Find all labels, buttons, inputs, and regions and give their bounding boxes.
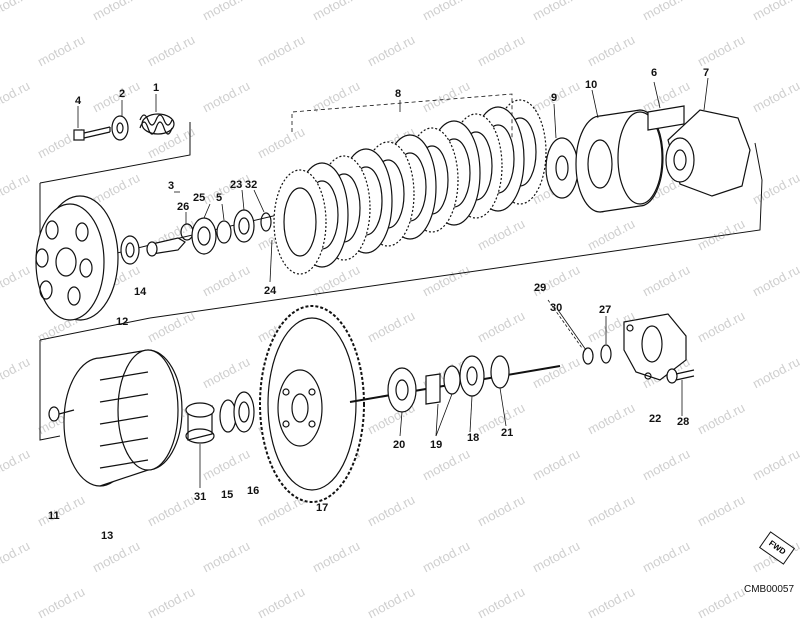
callout-31: 31 bbox=[194, 491, 207, 503]
callout-25: 25 bbox=[193, 192, 206, 204]
oring-part-30 bbox=[582, 347, 594, 365]
callout-2: 2 bbox=[119, 88, 126, 100]
callout-18: 18 bbox=[467, 432, 480, 444]
circlip-part-32 bbox=[260, 212, 272, 232]
callout-3: 3 bbox=[168, 180, 175, 192]
clutch-drum-part-10 bbox=[575, 109, 664, 213]
cover-part-7 bbox=[665, 109, 751, 197]
callout-11: 11 bbox=[48, 510, 60, 522]
spacer-part-16 bbox=[233, 391, 255, 433]
callout-32: 32 bbox=[245, 179, 258, 191]
inner-hub-part-9 bbox=[545, 137, 579, 199]
upper-frame-right bbox=[149, 142, 763, 319]
ring-part-5 bbox=[216, 220, 232, 244]
callout-8: 8 bbox=[395, 88, 402, 100]
bushing-part-19 bbox=[425, 365, 461, 405]
lower-frame-left bbox=[39, 340, 61, 441]
pushrod-part-26 bbox=[146, 223, 194, 257]
lower-frame-top bbox=[39, 317, 151, 341]
bearing-part-18 bbox=[459, 355, 485, 397]
spacer-part-23 bbox=[233, 209, 255, 243]
callout-9: 9 bbox=[551, 92, 558, 104]
callout-5: 5 bbox=[216, 192, 223, 204]
pressure-plate-part-14 bbox=[35, 195, 119, 321]
callout-12: 12 bbox=[116, 316, 129, 328]
washer-part-2 bbox=[111, 115, 129, 141]
primary-gear-part-17 bbox=[259, 305, 365, 503]
callout-26: 26 bbox=[177, 201, 190, 213]
callout-27: 27 bbox=[599, 304, 612, 316]
bushing-part-31 bbox=[185, 402, 215, 444]
callout-13: 13 bbox=[101, 530, 114, 542]
spring-part-1 bbox=[139, 113, 175, 135]
callout-21: 21 bbox=[501, 427, 514, 439]
callout-15: 15 bbox=[221, 489, 234, 501]
callout-22: 22 bbox=[649, 413, 662, 425]
circlip-part-27 bbox=[600, 344, 612, 364]
callout-6: 6 bbox=[651, 67, 658, 79]
callout-7: 7 bbox=[703, 67, 710, 79]
bearing-part-20 bbox=[387, 367, 417, 413]
callout-24: 24 bbox=[264, 285, 277, 297]
clutch-exploded-diagram bbox=[35, 77, 763, 503]
callout-16: 16 bbox=[247, 485, 260, 497]
clutch-plate bbox=[273, 169, 327, 275]
callout-20: 20 bbox=[393, 439, 406, 451]
spacer-part-21 bbox=[490, 355, 510, 389]
bearing-part-25 bbox=[191, 217, 217, 255]
bolt-part-4 bbox=[73, 126, 111, 141]
callout-10: 10 bbox=[585, 79, 598, 91]
callout-23: 23 bbox=[230, 179, 243, 191]
callout-14: 14 bbox=[134, 286, 147, 298]
callout-28: 28 bbox=[677, 416, 690, 428]
callout-17: 17 bbox=[316, 502, 329, 514]
callout-4: 4 bbox=[75, 95, 82, 107]
upper-frame-top bbox=[39, 122, 191, 184]
clutch-plate-bore bbox=[283, 187, 317, 257]
bolt-part-28 bbox=[666, 368, 695, 384]
clutch-plate-stack-part-8 bbox=[273, 99, 547, 275]
clutch-basket-part-13 bbox=[48, 349, 183, 487]
leader-lines bbox=[77, 77, 709, 488]
callout-19: 19 bbox=[430, 439, 443, 451]
callout-30: 30 bbox=[550, 302, 563, 314]
bushing-part-3 bbox=[120, 235, 140, 265]
diagram-code: CMB00057 bbox=[744, 584, 795, 595]
bracket-part-22 bbox=[623, 313, 687, 381]
callout-1: 1 bbox=[153, 82, 160, 94]
callout-29: 29 bbox=[534, 282, 547, 294]
gasket-part-6 bbox=[647, 105, 685, 131]
